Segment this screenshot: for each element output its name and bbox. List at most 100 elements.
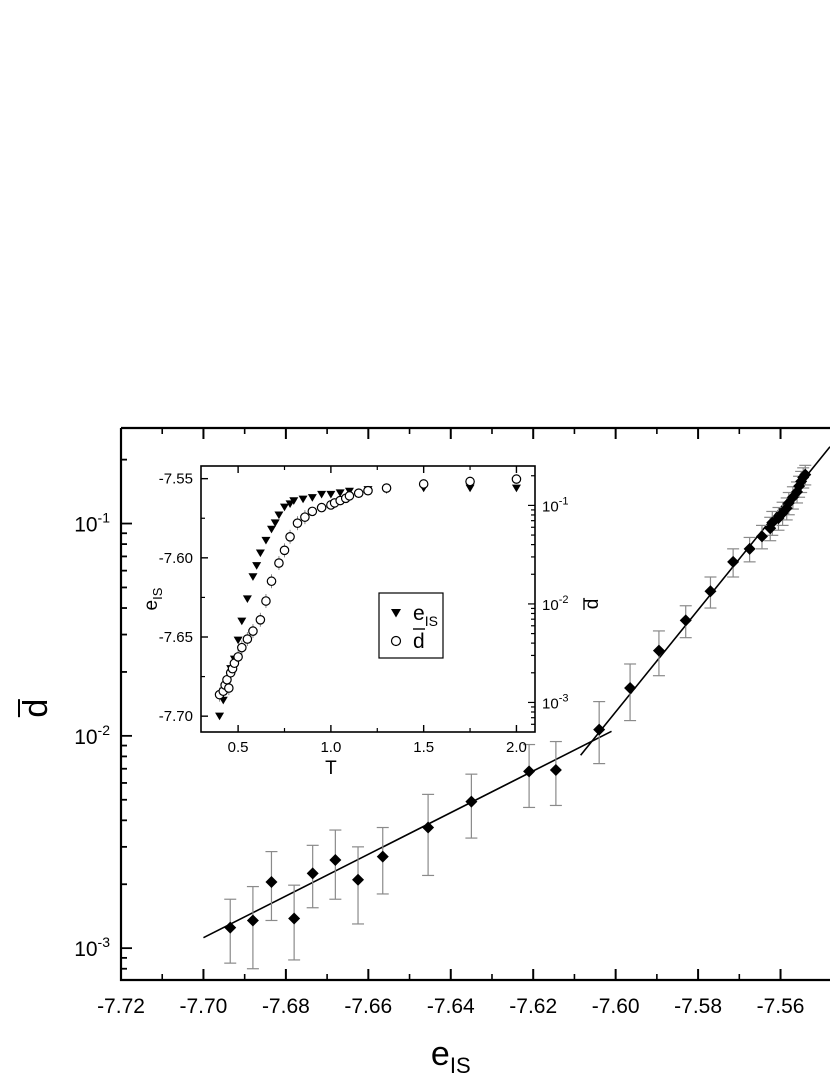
main-data-point [306, 867, 319, 880]
inset-frame [200, 465, 536, 733]
inset-circle-point [353, 488, 364, 499]
main-data-point [624, 682, 637, 695]
main-data-point [727, 555, 740, 568]
main-x-tick-label: -7.58 [674, 995, 722, 1018]
inset-circle-point [292, 518, 303, 528]
inset-triangle-point [289, 497, 299, 505]
inset-triangle-point [215, 712, 225, 721]
legend-label: d [413, 630, 425, 653]
main-x-tick-label: -7.56 [757, 995, 805, 1018]
main-x-tick-label: -7.70 [180, 995, 228, 1018]
inset-triangle-point [242, 595, 252, 604]
legend-label-main: e [413, 602, 425, 625]
inset-circle-point [274, 558, 284, 568]
inset-triangle-point [511, 484, 521, 493]
main-data-point [352, 873, 365, 886]
inset-triangle-point [248, 573, 258, 581]
inset-triangle-point [280, 503, 289, 512]
main-x-axis-label-main: e [431, 1035, 450, 1073]
inset-y-left-axis-label-sub: IS [150, 587, 165, 600]
inset-circle-point [242, 634, 253, 644]
inset-y-right-tick-exp: -2 [559, 594, 569, 606]
inset-circle-point [300, 512, 310, 522]
inset-circle-point [266, 576, 277, 587]
legend-marker-circle [390, 635, 402, 647]
main-y-ticks: 10-310-210-1 [74, 458, 132, 970]
main-data-point [329, 854, 342, 867]
inset-triangle-point [252, 562, 262, 570]
inset-y-left-axis-label: eIS [141, 587, 165, 610]
inset-y-right-tick-base: 10 [542, 498, 559, 515]
main-plot-area [203, 446, 830, 970]
main-y-tick-label: 10-1 [74, 510, 110, 537]
inset-x-tick-label: 0.5 [228, 739, 249, 756]
main-x-tick-label: -7.62 [509, 995, 557, 1018]
main-data-point [465, 795, 478, 808]
inset-x-tick-label: 2.0 [506, 739, 527, 756]
main-y-tick-base: 10 [74, 938, 97, 961]
inset-plot-area [214, 474, 522, 721]
main-data-point [799, 468, 812, 481]
inset-y-right-tick-label: 10-1 [542, 495, 568, 515]
inset-triangle-point [255, 549, 265, 558]
main-y-tick-base: 10 [74, 726, 97, 749]
inset-circle-point [224, 683, 234, 693]
inset-y-left-tick-label: -7.65 [159, 629, 193, 646]
main-data-point [743, 542, 756, 555]
inset-circle-point [465, 476, 475, 487]
inset-circle-point [285, 532, 295, 542]
inset-circle-point [316, 502, 327, 513]
inset-y-left-axis-label-main: e [141, 600, 162, 611]
inset-y-left-tick-label: -7.70 [159, 708, 193, 725]
inset-x-ticks: 0.5 1.0 1.5 2.0 [228, 466, 527, 756]
main-x-tick-label: -7.66 [344, 995, 392, 1018]
inset-circle-point [344, 491, 355, 501]
inset-circle-point [237, 642, 247, 653]
inset-circle-point [381, 483, 392, 493]
main-data-point [652, 644, 665, 657]
inset-triangle-point [298, 495, 308, 504]
inset-triangle-point [261, 536, 271, 545]
inset-y-right-axis-label: d [582, 599, 603, 610]
inset-circle-point [248, 626, 258, 636]
main-data-point [549, 764, 562, 777]
inset-x-tick-label: 1.0 [320, 739, 341, 756]
main-data-point [265, 875, 278, 888]
inset-y-left-tick-label: -7.60 [159, 550, 193, 567]
main-data-point [523, 765, 536, 778]
main-data-point [246, 914, 259, 927]
inset-circle-point [255, 615, 266, 625]
legend-label-main: d [413, 630, 425, 653]
main-x-axis-label-sub: IS [450, 1053, 471, 1075]
inset-triangle-point [237, 617, 247, 626]
main-y-tick-base: 10 [74, 514, 97, 537]
inset-triangle-point [307, 494, 317, 502]
inset-circle-point [307, 506, 318, 517]
inset-x-axis-label: T [325, 758, 337, 779]
main-y-tick-label: 10-2 [74, 722, 110, 749]
inset-triangle-point [270, 519, 280, 528]
main-data-point [422, 821, 435, 834]
main-chart: -7.72-7.70-7.68-7.66-7.64-7.62-7.60-7.58… [17, 426, 830, 1078]
inset-triangle-point [233, 636, 243, 645]
inset-triangle-point [465, 484, 475, 493]
main-data-point [376, 850, 389, 863]
legend-label: eIS [413, 602, 438, 629]
inset-y-right-tick-base: 10 [542, 597, 559, 614]
inset-circle-point [363, 485, 373, 496]
inset-y-left-ticks: -7.55-7.60-7.65-7.70 [159, 471, 208, 725]
inset-y-right-ticks: 10-310-210-1 [528, 475, 569, 725]
main-y-axis-label: d [17, 699, 55, 718]
main-x-axis-label: eIS [431, 1035, 471, 1075]
inset-y-right-tick-label: 10-3 [542, 692, 568, 712]
main-data-point [704, 585, 717, 598]
inset-y-right-tick-base: 10 [542, 695, 559, 712]
main-x-tick-label: -7.64 [427, 995, 475, 1018]
main-data-point [224, 921, 237, 934]
legend-marker-triangle [391, 609, 401, 618]
inset-x-tick-label: 1.5 [413, 739, 434, 756]
inset-circle-point [261, 596, 271, 606]
inset-circle-point [418, 479, 429, 489]
